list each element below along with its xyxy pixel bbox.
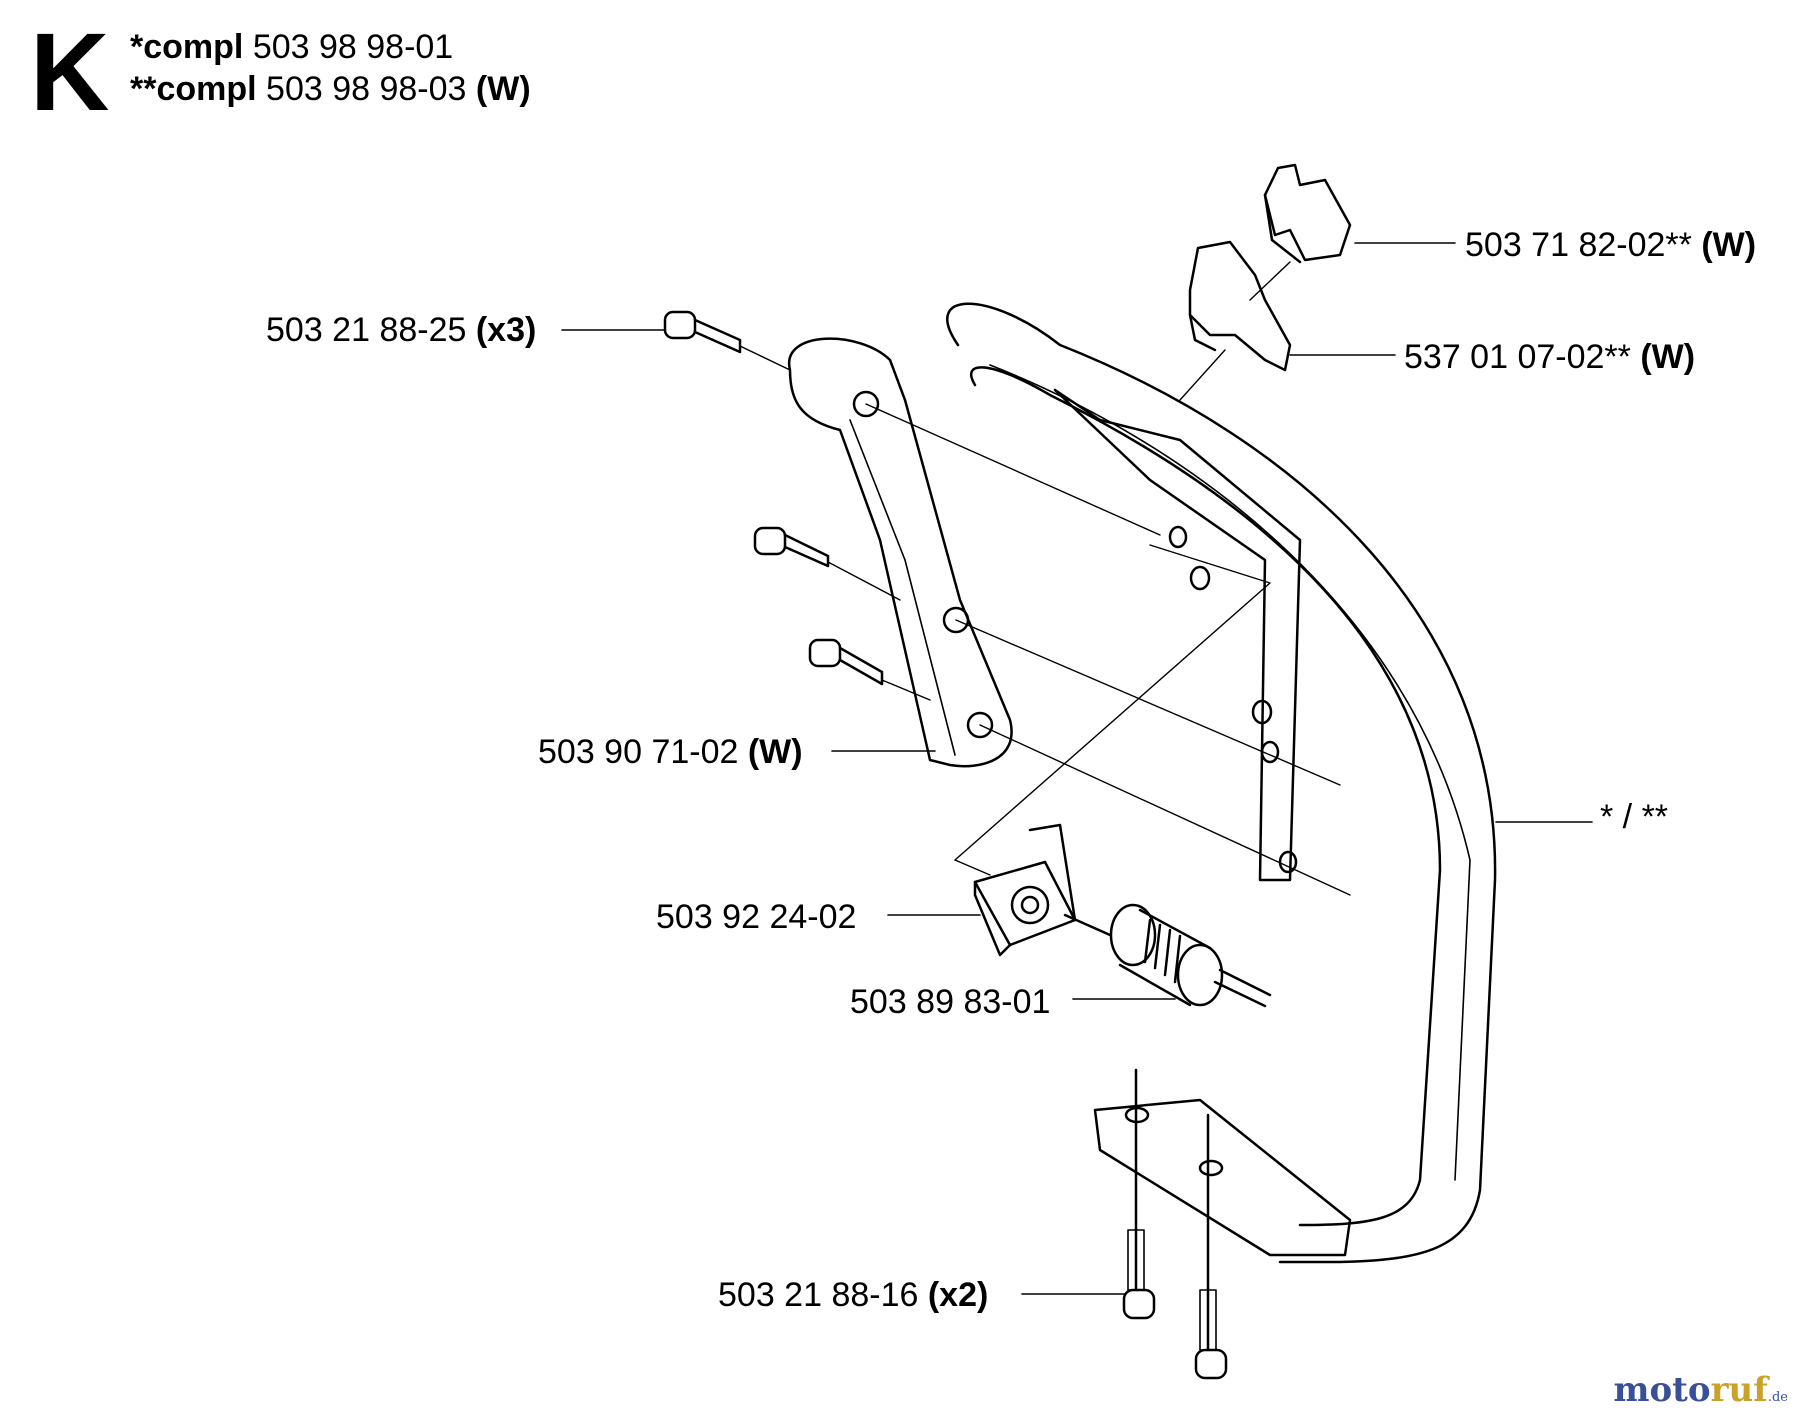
callout-number: 503 71 82-02**: [1465, 226, 1692, 264]
bottom-plate-hole: [1198, 1159, 1224, 1177]
callout-suffix: (W): [1701, 226, 1757, 264]
callout-number: 503 92 24-02: [656, 898, 857, 936]
assembly-line: [954, 544, 1271, 861]
bracket-hole: [1189, 565, 1211, 591]
compl-2-prefix: **compl: [130, 70, 257, 108]
side-spacer: [787, 337, 1013, 768]
callout-suffix: (x3): [475, 311, 537, 349]
assembly-line: [827, 561, 901, 601]
callout-suffix: (W): [1640, 338, 1696, 376]
callout-number: 537 01 07-02**: [1404, 338, 1631, 376]
bottom-plate: [1093, 1098, 1352, 1257]
front-handle-bar: [946, 302, 1497, 1264]
compl-line-2: **compl 503 98 98-03 (W): [130, 72, 531, 106]
callout-537-01-07-02: 537 01 07-02** (W): [1404, 340, 1695, 374]
screw-bottom-2: [1194, 1113, 1228, 1380]
callout-503-21-88-16: 503 21 88-16 (x2): [718, 1278, 988, 1312]
callout-503-71-82-02: 503 71 82-02** (W): [1465, 228, 1756, 262]
assembly-line: [739, 345, 791, 371]
compl-2-suffix: (W): [475, 70, 531, 108]
handle-bracket-arm: [1053, 388, 1302, 882]
spacer-hole: [852, 390, 880, 418]
logo-part-a: moto: [1613, 1370, 1711, 1410]
assembly-line: [1249, 261, 1291, 301]
bracket-hole: [1278, 850, 1298, 874]
side-spacer-edge: [849, 419, 956, 756]
screw-503-21-88-25: [663, 310, 742, 354]
assembly-line: [865, 403, 1161, 536]
screw-bottom-1: [1122, 1068, 1156, 1320]
switch-part-lower: [1188, 240, 1292, 372]
bushing-holder: [973, 823, 1077, 957]
screw-side-1: [753, 526, 830, 568]
callout-number: 503 90 71-02: [538, 733, 739, 771]
callout-number: 503 21 88-16: [718, 1276, 919, 1314]
callout-number: 503 21 88-25: [266, 311, 467, 349]
assembly-line: [954, 859, 991, 876]
callout-503-92-24-02: 503 92 24-02: [656, 900, 856, 934]
front-handle-bar-inner: [969, 366, 1442, 1227]
callout-503-21-88-25: 503 21 88-25 (x3): [266, 313, 536, 347]
section-letter: K: [30, 11, 110, 134]
assembly-line: [955, 619, 1341, 786]
callout-number: 503 89 83-01: [850, 983, 1051, 1021]
logo-part-b: ruf: [1710, 1370, 1768, 1410]
switch-part-upper: [1263, 163, 1352, 264]
callout-suffix: (x2): [927, 1276, 989, 1314]
screw-side-2: [808, 638, 884, 686]
assembly-line: [979, 724, 1351, 896]
callout-number: * / **: [1600, 798, 1669, 836]
vibration-damper: [1063, 903, 1272, 1008]
bracket-hole: [1251, 699, 1273, 725]
compl-line-1: *compl 503 98 98-01: [130, 30, 453, 64]
compl-1-number: 503 98 98-01: [252, 28, 454, 66]
compl-1-prefix: *compl: [130, 28, 244, 66]
assembly-line: [881, 679, 931, 701]
compl-2-number: 503 98 98-03: [266, 70, 467, 108]
motoruf-logo: motoruf.de: [1614, 1370, 1788, 1410]
spacer-hole: [966, 711, 994, 739]
callout-suffix: (W): [747, 733, 803, 771]
callout-503-89-83-01: 503 89 83-01: [850, 985, 1050, 1019]
front-handle-bar-groove: [989, 364, 1471, 1181]
assembly-line: [1179, 349, 1226, 401]
spacer-hole: [942, 606, 970, 634]
bracket-hole: [1168, 525, 1188, 549]
callout-503-90-71-02: 503 90 71-02 (W): [538, 735, 803, 769]
callout-complete-handle: * / **: [1600, 800, 1668, 834]
logo-tld: .de: [1767, 1390, 1788, 1405]
